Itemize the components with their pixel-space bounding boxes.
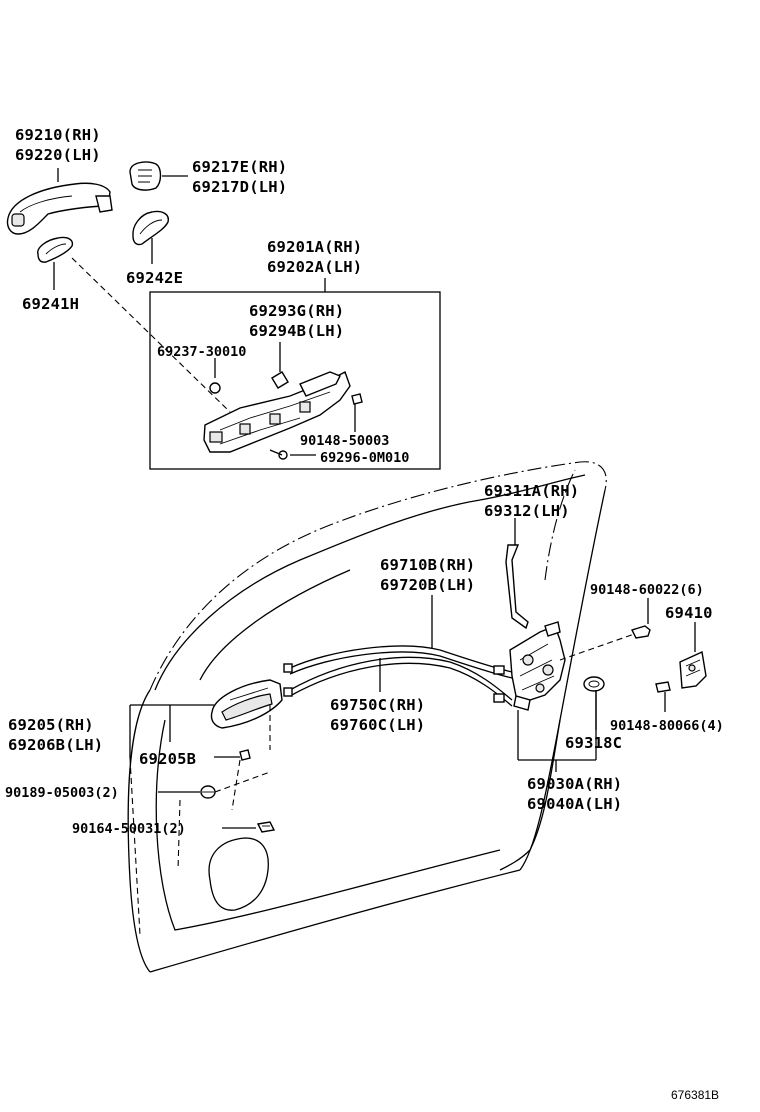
striker-screw-icon [631, 625, 651, 639]
assembly-guide-clip [214, 771, 271, 793]
label-frame-assy-lh: 69202A(LH) [267, 258, 362, 276]
label-frame-assy-rh: 69201A(RH) [267, 238, 362, 256]
label-grommet: 69318C [565, 734, 622, 752]
label-inner-cable-rh: 69750C(RH) [330, 696, 425, 714]
label-inner-cable-lh: 69760C(LH) [330, 716, 425, 734]
label-frame-clip: 69237-30010 [157, 344, 246, 360]
assembly-guide-striker [559, 631, 641, 661]
handle-pad-e-icon [132, 210, 169, 246]
label-inner-bezel: 69205B [139, 750, 196, 768]
clip-icon [200, 785, 216, 799]
label-rod-lh: 69312(LH) [484, 502, 570, 520]
label-cover-outer-rh: 69217E(RH) [192, 158, 287, 176]
cable-assembly-icon [283, 645, 513, 707]
label-cable-lock-lh: 69720B(LH) [380, 576, 475, 594]
label-cover-outer-lh: 69217D(LH) [192, 178, 287, 196]
label-lock-assy-rh: 69030A(RH) [527, 775, 622, 793]
assembly-guide-clip-down [177, 799, 181, 871]
lock-rod-icon [505, 544, 529, 630]
label-pad-h: 69241H [22, 295, 79, 313]
handle-pad-h-icon [37, 236, 74, 263]
screw-icon [256, 821, 276, 833]
label-frame-bolt: 69296-0M010 [320, 450, 409, 466]
outer-handle-cover-icon [129, 161, 162, 191]
door-panel-outline [127, 461, 607, 973]
label-frame-sub-rh: 69293G(RH) [249, 302, 344, 320]
label-striker-screw: 90148-60022(6) [590, 582, 704, 598]
assembly-guide-handle [71, 257, 231, 413]
label-frame-sub-lh: 69294B(LH) [249, 322, 344, 340]
outer-door-handle-icon [6, 182, 113, 235]
assembly-guide-inner-left [129, 757, 141, 936]
label-striker: 69410 [665, 604, 713, 622]
label-handle-outer-rh: 69210(RH) [15, 126, 101, 144]
label-inner-handle-rh: 69205(RH) [8, 716, 94, 734]
striker-bolt-icon [655, 681, 671, 693]
label-handle-outer-lh: 69220(LH) [15, 146, 101, 164]
label-frame-screw: 90148-50003 [300, 433, 389, 449]
inner-door-handle-icon [210, 679, 283, 729]
inner-bezel-screw-icon [239, 749, 251, 761]
label-cable-lock-rh: 69710B(RH) [380, 556, 475, 574]
door-striker-icon [679, 650, 707, 689]
handle-frame-icon [203, 371, 363, 460]
label-screw: 90164-50031(2) [72, 821, 186, 837]
label-lock-assy-lh: 69040A(LH) [527, 795, 622, 813]
door-lock-assembly-icon [509, 621, 566, 711]
label-inner-handle-lh: 69206B(LH) [8, 736, 103, 754]
frame-assembly-box [149, 291, 441, 470]
label-rod-rh: 69311A(RH) [484, 482, 579, 500]
label-striker-bolt: 90148-80066(4) [610, 718, 724, 734]
grommet-icon [583, 676, 605, 692]
label-clip: 90189-05003(2) [5, 785, 119, 801]
catalog-code: 676381B [671, 1088, 719, 1102]
assembly-guide-inner-screw [231, 759, 241, 811]
label-pad-e: 69242E [126, 269, 183, 287]
